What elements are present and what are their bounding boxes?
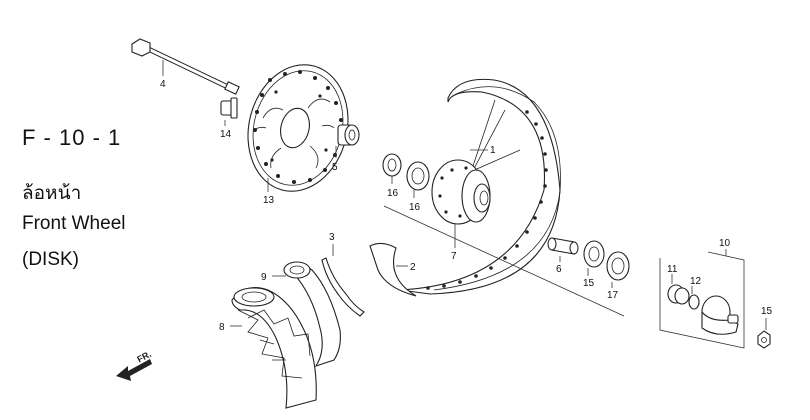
wheel-hub[interactable] <box>431 159 491 225</box>
axle-nut[interactable] <box>757 330 771 349</box>
callout-7: 7 <box>451 251 457 262</box>
callout-9: 9 <box>261 272 267 283</box>
figure-variant: (DISK) <box>22 249 79 270</box>
callout-13: 13 <box>263 195 275 206</box>
rim-band[interactable] <box>369 242 417 297</box>
dust-seal-right[interactable] <box>606 251 630 281</box>
side-collar[interactable] <box>337 124 360 146</box>
bearing-left[interactable] <box>406 161 430 191</box>
callout-14: 14 <box>220 129 232 140</box>
callout-18: 17 <box>607 290 619 301</box>
figure-title-thai: ล้อหน้า <box>22 182 82 204</box>
callout-6: 6 <box>556 264 562 275</box>
figure-title-english: Front Wheel <box>22 213 126 234</box>
callout-12: 12 <box>690 276 702 287</box>
callout-8: 8 <box>219 322 225 333</box>
callout-3: 3 <box>329 232 335 243</box>
speedometer-retainer[interactable] <box>667 284 690 305</box>
inner-tube[interactable] <box>283 261 341 368</box>
callout-15: 15 <box>761 306 773 317</box>
tire[interactable] <box>231 287 317 409</box>
front-direction-arrow: FR. <box>116 349 153 381</box>
callout-10: 10 <box>719 238 731 249</box>
front-axle[interactable] <box>131 38 240 95</box>
callout-16-left: 16 <box>409 202 421 213</box>
distance-collar[interactable] <box>547 237 579 255</box>
dust-seal-left[interactable] <box>382 153 402 177</box>
bearing-right[interactable] <box>583 240 605 268</box>
speedometer-washer[interactable] <box>688 294 700 310</box>
callout-2: 2 <box>410 262 416 273</box>
callout-1: 1 <box>490 145 496 156</box>
callout-17: 16 <box>387 188 399 199</box>
figure-code: F - 10 - 1 <box>22 125 122 150</box>
gearbox-bracket <box>659 251 745 349</box>
brake-disk[interactable] <box>235 54 361 202</box>
callout-11: 11 <box>667 264 678 275</box>
axle-collar[interactable] <box>220 97 238 119</box>
callout-16-right: 15 <box>583 278 595 289</box>
speedometer-gearbox[interactable] <box>701 295 739 335</box>
callout-4: 4 <box>160 79 166 90</box>
callout-5: 5 <box>332 162 338 173</box>
tube-flap[interactable] <box>321 257 365 317</box>
